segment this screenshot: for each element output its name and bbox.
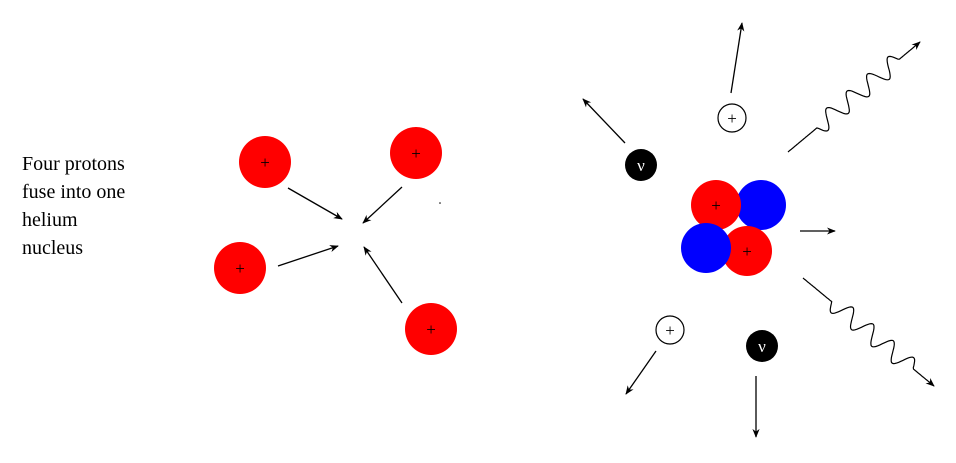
neutrino-symbol: ν <box>758 337 766 356</box>
neutron-icon <box>736 180 786 230</box>
positron-sign: + <box>665 321 675 340</box>
proton-sign: + <box>742 242 752 261</box>
gamma-ray-icon <box>787 41 921 153</box>
caption-line-2: fuse into one <box>22 181 126 203</box>
proton-sign: + <box>411 144 421 163</box>
proton-icon: + <box>390 127 442 179</box>
arrow-icon <box>363 246 403 304</box>
neutrino-icon: ν <box>746 330 778 362</box>
gamma-ray-icon <box>802 277 935 387</box>
proton-sign: + <box>260 153 270 172</box>
incoming-arrows <box>277 186 403 304</box>
proton-icon: + <box>405 303 457 355</box>
outgoing-arrows <box>582 22 836 438</box>
proton-sign: + <box>235 259 245 278</box>
arrow-icon <box>277 245 339 267</box>
arrow-icon <box>287 187 343 220</box>
proton-icon: + <box>691 180 741 230</box>
caption-line-3: helium <box>22 209 78 231</box>
arrow-icon <box>730 22 745 94</box>
positron-icon: + <box>655 315 685 345</box>
proton-icon: + <box>214 242 266 294</box>
gamma-ray-arrows <box>787 41 935 387</box>
neutrino-symbol: ν <box>637 156 645 175</box>
proton-sign: + <box>711 196 721 215</box>
proton-icon: + <box>239 136 291 188</box>
arrow-icon <box>362 186 403 224</box>
positron-icon: + <box>717 103 747 133</box>
neutron-icon <box>681 223 731 273</box>
proton-sign: + <box>426 320 436 339</box>
arrow-icon <box>582 98 626 144</box>
helium-nucleus: + + <box>681 180 786 276</box>
caption-line-4: nucleus <box>22 237 84 259</box>
positron-sign: + <box>727 109 737 128</box>
proton-icon: + <box>722 226 772 276</box>
caption-line-1: Four protons <box>22 153 125 175</box>
arrow-icon <box>625 350 657 395</box>
caption-text: Four protons fuse into one helium nucleu… <box>22 150 202 262</box>
incoming-protons: + + + + <box>214 127 457 355</box>
neutrino-icon: ν <box>625 149 657 181</box>
stray-dot <box>439 202 441 204</box>
